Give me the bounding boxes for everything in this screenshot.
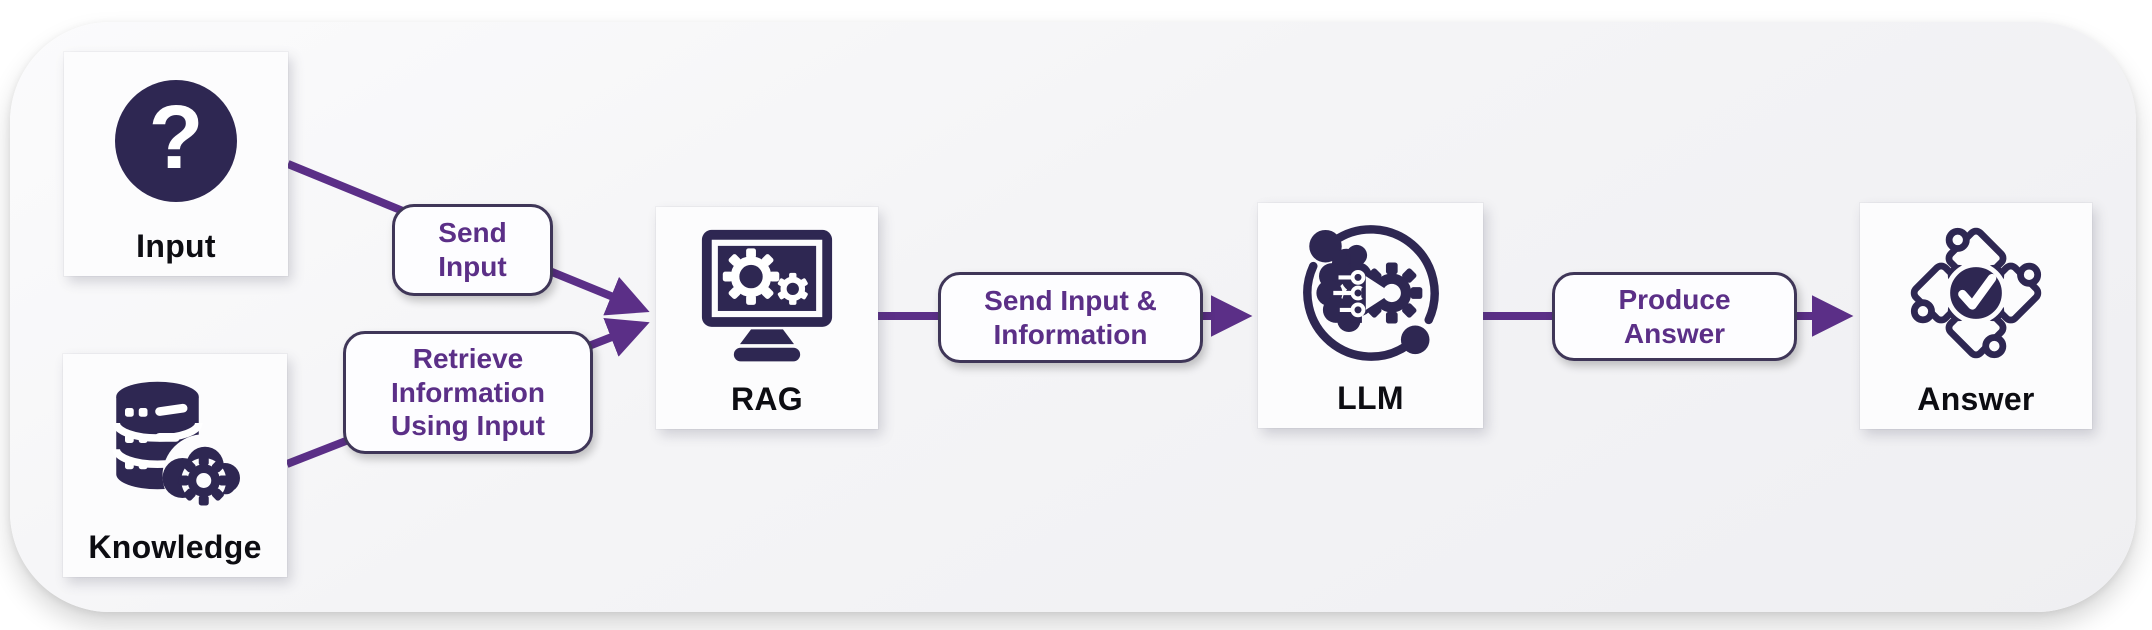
puzzle-check-icon [1860,203,2092,383]
edge-label-produce-answer: Produce Answer [1552,272,1797,361]
question-glyph: ? [148,88,204,188]
edge-label-send-input-information: Send Input & Information [938,272,1203,363]
node-rag: RAG [656,207,878,429]
edge-label-text: Produce Answer [1618,283,1731,349]
edge-label-text: Send Input & Information [984,284,1157,350]
node-llm-label: LLM [1337,380,1404,416]
node-llm: LLM [1258,203,1483,428]
monitor-gears-icon [656,207,878,383]
node-answer: Answer [1860,203,2092,429]
edge-label-send-input: Send Input [392,204,553,296]
node-knowledge: Knowledge [63,354,287,577]
edge-label-text: Send Input [438,217,507,282]
node-input: ? Input [64,52,288,276]
database-gear-icon [63,354,287,531]
question-icon: ? [64,52,288,230]
edge-label-text: Retrieve Information Using Input [391,343,545,442]
node-answer-label: Answer [1917,381,2035,417]
brain-gear-icon [1258,203,1483,382]
node-knowledge-label: Knowledge [88,529,262,565]
node-input-label: Input [136,228,216,264]
node-rag-label: RAG [730,381,803,417]
edge-label-retrieve-information: Retrieve Information Using Input [343,331,593,454]
